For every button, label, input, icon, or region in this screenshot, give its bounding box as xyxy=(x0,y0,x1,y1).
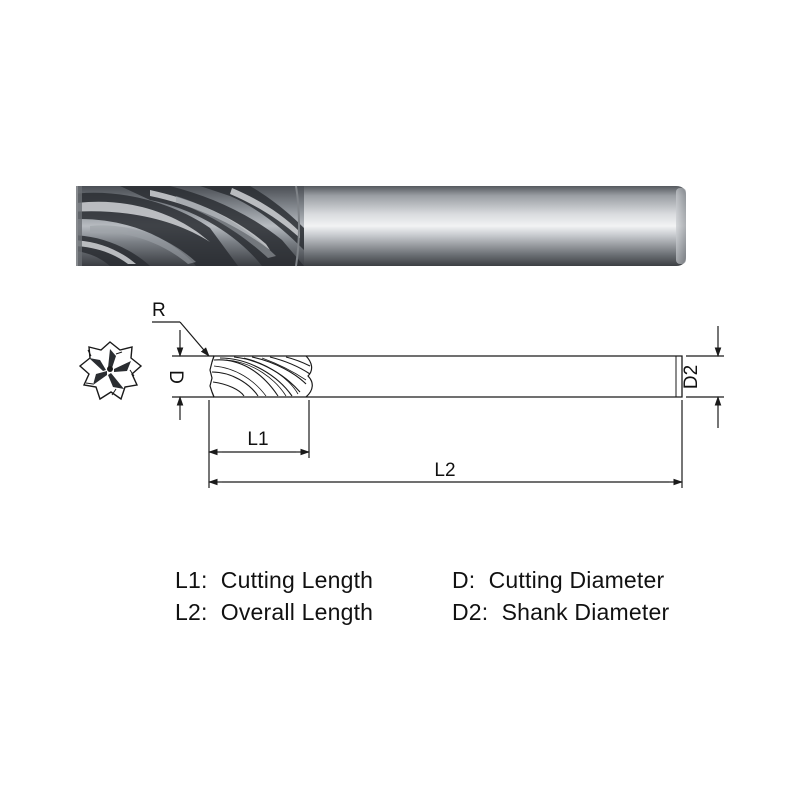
legend-item-L2: L2: Overall Length xyxy=(175,599,373,626)
dimension-L2 xyxy=(208,400,683,488)
legend-text: Cutting Length xyxy=(220,567,374,593)
shank-end-face xyxy=(676,188,686,264)
flute-helix-lines xyxy=(211,356,311,397)
end-mill-photo xyxy=(76,185,686,267)
legend-text: Shank Diameter xyxy=(501,599,670,625)
dimension-D2 xyxy=(686,326,724,428)
technical-drawing xyxy=(78,321,724,488)
dimension-D xyxy=(172,330,214,420)
legend-text: Cutting Diameter xyxy=(488,567,665,593)
legend-item-D: D: Cutting Diameter xyxy=(452,567,664,594)
label-L1: L1 xyxy=(247,429,268,450)
label-D: D xyxy=(165,370,186,384)
legend-item-L1: L1: Cutting Length xyxy=(175,567,373,594)
legend-text: Overall Length xyxy=(220,599,374,625)
legend-code: L2: xyxy=(175,599,208,625)
legend-code: D: xyxy=(452,567,476,593)
legend-code: L1: xyxy=(175,567,208,593)
legend-code: D2: xyxy=(452,599,489,625)
legend-item-D2: D2: Shank Diameter xyxy=(452,599,669,626)
label-R: R xyxy=(152,300,166,321)
label-L2: L2 xyxy=(434,460,455,481)
flute-section-photo xyxy=(78,186,304,266)
end-view-cutter xyxy=(78,341,143,401)
shank-photo xyxy=(296,186,686,266)
label-D2: D2 xyxy=(681,365,702,389)
cutter-outline xyxy=(209,355,683,398)
radius-indicator xyxy=(152,321,210,357)
dimension-L1 xyxy=(208,400,310,488)
